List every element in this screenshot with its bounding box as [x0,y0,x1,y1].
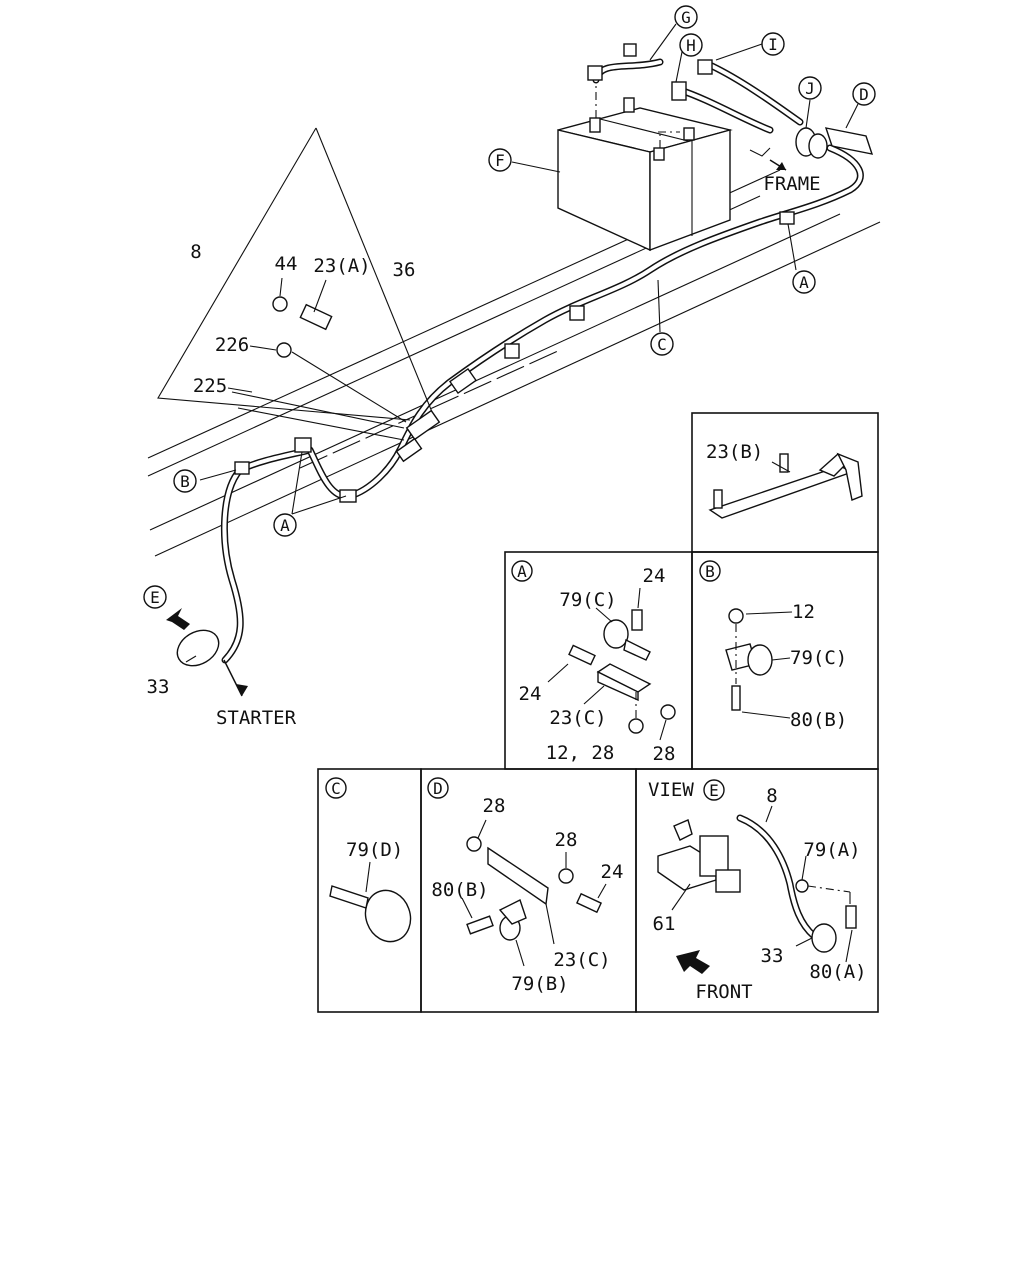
main-labels: G H I J D F FRAME A C 8 44 23(A) 36 226 … [147,8,869,729]
panel-a-24-top: 24 [643,565,666,587]
panel-a-title: A [517,562,527,581]
panel-b-title: B [705,562,715,581]
panel-e [635,768,879,1013]
view-e-arrow [166,608,190,630]
callout-j: J [805,79,815,98]
callout-a-right: A [799,273,809,292]
callout-h: H [686,36,696,55]
panel-d-79b: 79(B) [511,973,568,995]
panel-a-23c: 23(C) [549,707,606,729]
part-225: 225 [193,375,227,397]
callout-a-left: A [280,516,290,535]
panel-c-content: C 79(D) [325,777,412,943]
panel-c-title: C [331,779,341,798]
callout-i: I [768,35,778,54]
panel-d-28-top: 28 [483,795,506,817]
panel-a-24-left: 24 [519,683,542,705]
callout-e: E [150,588,160,607]
panel-b-80b: 80(B) [790,709,847,731]
panel-e-title: E [709,781,719,800]
part-36: 36 [393,259,416,281]
callout-f: F [495,151,505,170]
callout-d: D [859,85,869,104]
callout-b: B [180,472,190,491]
panel-a-79c: 79(C) [559,589,616,611]
callout-circles [143,5,876,609]
part-44: 44 [275,253,298,275]
panel-e-33: 33 [761,945,784,967]
detail-panels: 23(B) A 24 79(C) 24 23(C) [317,412,879,1013]
panel-e-content: VIEW E 8 79(A) 61 33 [648,779,867,1003]
panel-c-79d: 79(D) [346,839,403,861]
grommet-and-bracket [795,127,874,159]
panel-b-content: B 12 79(C) 80(B) [699,560,847,731]
panel-a-28: 28 [653,743,676,765]
main-assembly: G H I J D F FRAME A C 8 44 23(A) 36 226 … [143,5,881,729]
panel-e-front: FRONT [695,981,752,1003]
part-23b-label: 23(B) [706,441,763,463]
panel-d-80b: 80(B) [431,879,488,901]
callout-g: G [681,8,691,27]
part-23a: 23(A) [313,255,370,277]
starter-label: STARTER [216,707,297,729]
battery-pair [557,80,733,252]
panel-d-24: 24 [601,861,624,883]
connector-detail-triangle [157,127,433,441]
part-226: 226 [215,334,249,356]
panel-b [691,551,879,770]
panel-d-content: D 28 28 24 80(B) 23(C) 79(B) [427,777,624,995]
panel-e-79a: 79(A) [803,839,860,861]
panel-e-80a: 80(A) [809,961,866,983]
callout-c: C [657,335,667,354]
panel-e-8: 8 [766,785,777,807]
panel-e-view: VIEW [648,779,694,801]
bracket-23b: 23(B) [706,441,863,519]
panel-b-79c: 79(C) [790,647,847,669]
panel-b-12: 12 [792,601,815,623]
frame-label: FRAME [763,173,820,195]
panel-d-28-mid: 28 [555,829,578,851]
part-8: 8 [190,241,201,263]
panel-d-title: D [433,779,443,798]
leader-lines [185,23,859,663]
panel-e-61: 61 [653,913,676,935]
panel-a-content: A 24 79(C) 24 23(C) 12, 28 28 [511,560,676,765]
panel-a-12-28: 12, 28 [546,742,615,764]
battery-cables [587,43,804,171]
part-33: 33 [147,676,170,698]
panel-d-23c: 23(C) [553,949,610,971]
